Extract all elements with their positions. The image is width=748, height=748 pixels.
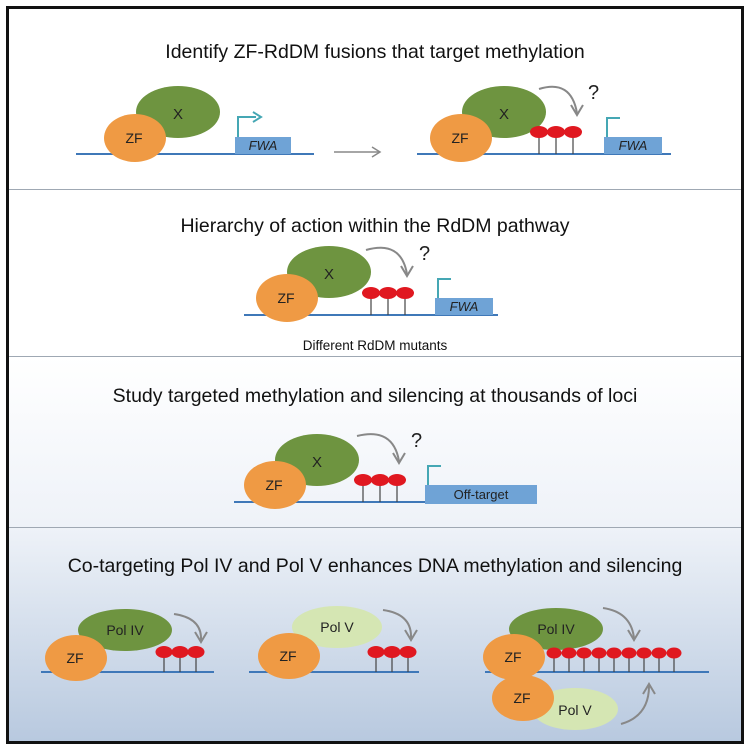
panel-divider xyxy=(9,189,741,190)
methylation-arrow xyxy=(382,609,413,639)
zf-label: ZF xyxy=(513,690,530,706)
methylation-marks xyxy=(362,287,414,315)
gene-label: Off-target xyxy=(454,487,509,502)
methylation-marks xyxy=(530,126,582,154)
pol-v-label: Pol V xyxy=(320,619,354,635)
pol-iv-label: Pol IV xyxy=(106,622,144,638)
zf-label: ZF xyxy=(279,648,296,664)
methylation-arrow xyxy=(356,433,400,462)
x-label: X xyxy=(324,266,334,283)
panel-1-title: Identify ZF-RdDM fusions that target met… xyxy=(165,41,585,63)
zf-label: ZF xyxy=(451,130,468,146)
methylation-marks xyxy=(354,474,406,502)
panel-divider xyxy=(9,356,741,357)
zf-protein xyxy=(256,274,318,322)
zf-protein xyxy=(45,635,107,681)
methylation-marks xyxy=(367,646,417,672)
zf-label: ZF xyxy=(66,650,83,666)
zf-label: ZF xyxy=(265,477,282,493)
zf-protein xyxy=(258,633,320,679)
silenced-promoter xyxy=(437,278,451,298)
methylation-arrow-top xyxy=(602,607,635,639)
x-label: X xyxy=(173,106,183,123)
methylation-arrow xyxy=(538,85,578,114)
zf-label: ZF xyxy=(125,130,142,146)
panel-4-title: Co-targeting Pol IV and Pol V enhances D… xyxy=(67,555,683,577)
zf-label: ZF xyxy=(277,290,294,306)
zf-protein xyxy=(430,114,492,162)
methylation-arrow-bottom xyxy=(620,685,650,725)
pol-iv-label: Pol IV xyxy=(537,621,575,637)
question-mark: ? xyxy=(411,430,422,452)
gene-box xyxy=(425,485,537,504)
x-label: X xyxy=(312,454,322,471)
silenced-promoter xyxy=(427,465,441,485)
figure-frame: Identify ZF-RdDM fusions that target met… xyxy=(6,6,744,744)
zf-protein xyxy=(244,461,306,509)
panel-hierarchy: Hierarchy of action within the RdDM path… xyxy=(9,190,741,356)
panel-thousands-of-loci: Study targeted methylation and silencing… xyxy=(9,357,741,527)
panel-co-targeting: Co-targeting Pol IV and Pol V enhances D… xyxy=(9,528,741,741)
methylation-arrow xyxy=(173,613,203,641)
active-promoter-arrow xyxy=(237,116,256,137)
gene-box xyxy=(435,298,493,315)
silenced-promoter xyxy=(606,117,620,137)
zf-label: ZF xyxy=(504,649,521,665)
zf-protein xyxy=(492,675,554,721)
gene-label: FWA xyxy=(619,138,648,153)
panel-divider xyxy=(9,527,741,528)
methylation-marks xyxy=(546,647,682,672)
panel-1-diagram: X ZF FWA X ZF ? xyxy=(76,82,671,162)
panel-4-diagram: Pol IV ZF Pol V ZF xyxy=(41,606,709,730)
panel-3-diagram: X ZF ? Off-target xyxy=(234,430,537,509)
panel-identify-fusions: Identify ZF-RdDM fusions that target met… xyxy=(9,9,741,189)
pol-iv-protein xyxy=(78,609,172,651)
pol-v-protein xyxy=(292,606,382,648)
gene-label: FWA xyxy=(249,138,278,153)
panel-3-title: Study targeted methylation and silencing… xyxy=(112,385,638,407)
zf-protein xyxy=(483,634,545,680)
methylation-marks xyxy=(155,646,205,672)
gene-box xyxy=(604,137,662,154)
combined-construct: Pol IV ZF xyxy=(483,607,709,730)
pol-iv-construct: Pol IV ZF xyxy=(41,609,214,681)
zf-protein xyxy=(104,114,166,162)
panel-2-caption: Different RdDM mutants xyxy=(302,338,448,353)
panel-2-title: Hierarchy of action within the RdDM path… xyxy=(180,215,570,237)
panel-2-diagram: X ZF ? FWA xyxy=(244,243,498,322)
pol-v-construct: Pol V ZF xyxy=(249,606,419,679)
methylation-arrow xyxy=(365,246,408,275)
gene-label: FWA xyxy=(450,299,479,314)
gene-box xyxy=(235,137,291,154)
x-label: X xyxy=(499,106,509,123)
question-mark: ? xyxy=(419,243,430,265)
pol-v-label: Pol V xyxy=(558,702,592,718)
question-mark: ? xyxy=(588,82,599,104)
